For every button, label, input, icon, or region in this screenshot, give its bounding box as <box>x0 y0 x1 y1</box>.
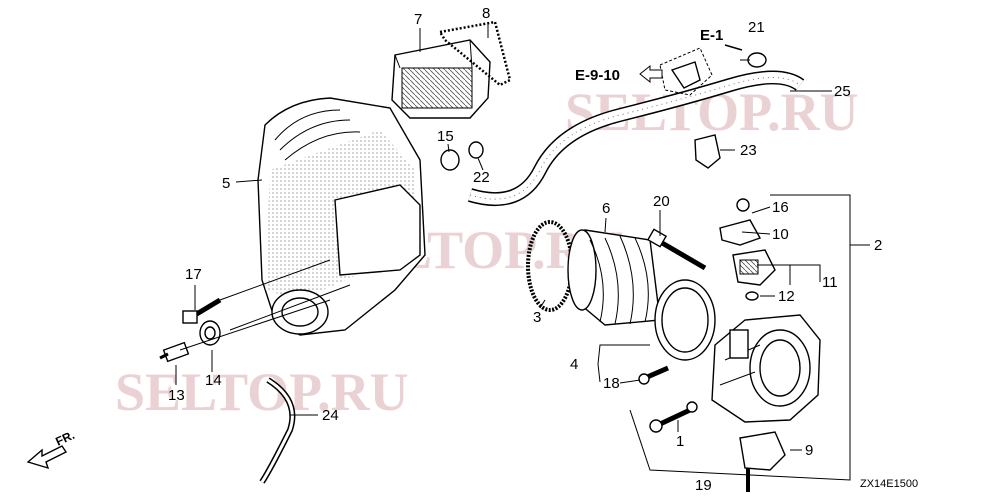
hose-bracket <box>659 47 713 96</box>
map-sensor <box>732 249 776 286</box>
part-number: 10 <box>772 226 789 243</box>
e910-reference: E-9-10 <box>575 64 663 84</box>
part-number: 11 <box>822 274 838 291</box>
part-number: 5 <box>222 175 230 192</box>
part-number: 25 <box>834 83 851 100</box>
bolt-18 <box>638 365 669 385</box>
svg-text:FR.: FR. <box>53 428 76 449</box>
throttle-band <box>654 279 716 361</box>
cover-plate <box>719 219 762 246</box>
screw-16 <box>736 198 750 212</box>
part-number: 24 <box>322 407 339 424</box>
filter-seal <box>437 20 512 87</box>
bolt-20 <box>646 228 707 271</box>
part-number: 4 <box>570 356 578 373</box>
grommet-14 <box>199 320 221 346</box>
drain-plug-13 <box>159 341 190 363</box>
part-number: 8 <box>482 5 490 22</box>
part-number: 7 <box>414 11 422 28</box>
part-numbers: 1 2 3 4 5 6 7 8 9 10 11 12 13 14 15 16 1… <box>168 5 882 494</box>
hose-clip <box>694 134 721 169</box>
front-direction-arrow: FR. <box>26 428 77 470</box>
part-number: 6 <box>602 200 610 217</box>
part-number: 2 <box>874 237 882 254</box>
part-number: 3 <box>533 309 541 326</box>
part-number: 21 <box>748 19 765 36</box>
part-number: 22 <box>473 169 490 186</box>
part-number: 9 <box>805 442 813 459</box>
leader-lines <box>175 24 870 481</box>
bolt-head <box>468 141 484 159</box>
part-number: 12 <box>778 288 795 305</box>
part-number: 18 <box>603 375 620 392</box>
washer <box>686 401 698 413</box>
svg-text:E-1: E-1 <box>700 27 723 44</box>
part-number: 16 <box>772 199 789 216</box>
part-number: 15 <box>437 128 454 145</box>
part-number: 1 <box>676 433 684 450</box>
bolt-1 <box>649 407 692 433</box>
part-number: 20 <box>653 193 670 210</box>
air-cleaner-housing <box>257 97 426 336</box>
air-filter-element <box>391 39 491 119</box>
part-number: 14 <box>205 372 222 389</box>
part-number: 17 <box>185 266 202 283</box>
mounting-bracket <box>739 431 786 471</box>
watermark: SELTOP.RU <box>115 362 409 422</box>
svg-text:E-9-10: E-9-10 <box>575 67 620 84</box>
part-number: 23 <box>740 142 757 159</box>
e1-reference: E-1 <box>700 27 743 51</box>
connecting-tube <box>567 229 661 326</box>
breather-hose <box>467 70 805 207</box>
part-number: 13 <box>168 387 185 404</box>
part-number: 19 <box>695 477 712 494</box>
grommet <box>440 149 460 171</box>
hose-clamp <box>747 52 767 68</box>
bolt-17 <box>182 297 222 324</box>
throttle-body <box>711 314 821 423</box>
o-ring-12 <box>745 291 759 301</box>
diagram-code: ZX14E1500 <box>860 478 918 490</box>
